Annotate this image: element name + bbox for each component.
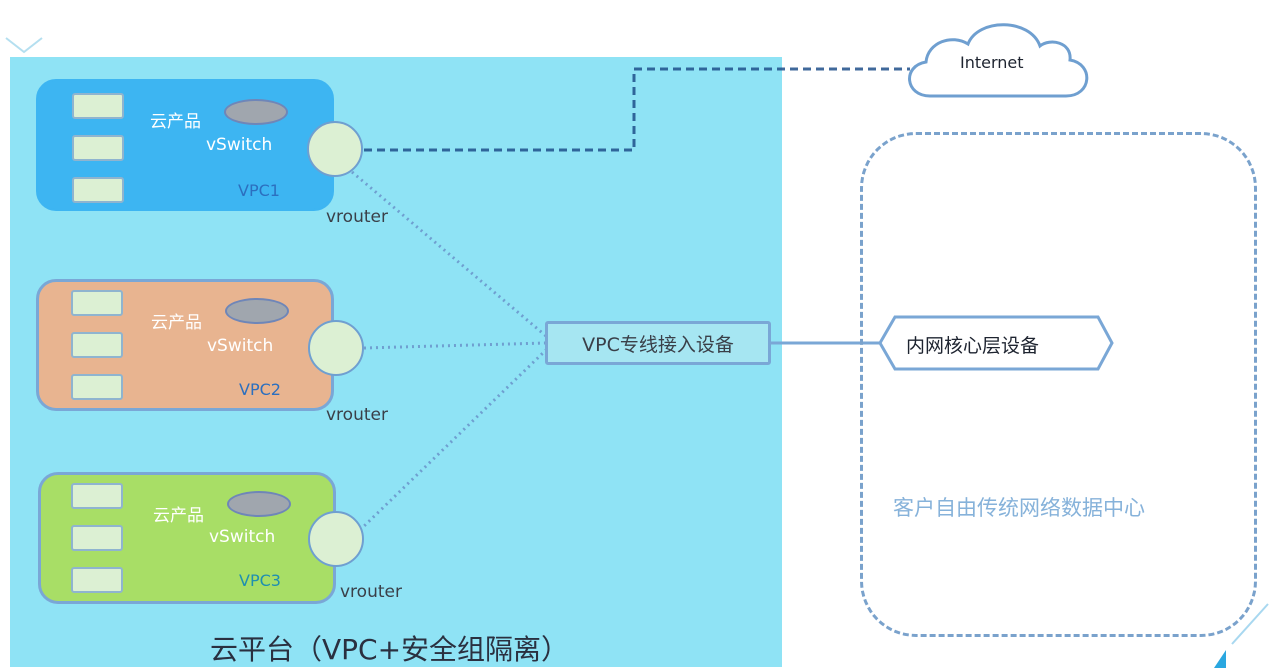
product-slot [71, 483, 123, 509]
product-slot [72, 93, 124, 119]
cloud-product-ellipse [225, 298, 289, 324]
internet-cloud-icon [908, 23, 1089, 98]
customer-datacenter-boundary [860, 132, 1257, 637]
product-slot [71, 525, 123, 551]
product-slot [71, 567, 123, 593]
bottom-right-corner-triangle [1214, 650, 1226, 668]
vrouter-circle [307, 121, 363, 177]
product-slot [71, 290, 123, 316]
internet-label: Internet [960, 53, 1024, 72]
vpc1-to-access-link [351, 170, 547, 338]
vpc-name: VPC2 [239, 380, 281, 399]
vswitch-label: vSwitch [209, 527, 276, 547]
core-device-hexagon [878, 315, 1114, 371]
bottom-right-corner-stroke [1231, 603, 1269, 645]
internet-link-line [364, 67, 910, 152]
top-left-chevron-icon [5, 37, 43, 54]
vrouter-circle [308, 320, 364, 376]
vpc-access-device-label: VPC专线接入设备 [582, 333, 734, 356]
vpc-access-device: VPC专线接入设备 [545, 321, 771, 365]
vrouter-label: vrouter [326, 207, 388, 227]
product-slot [71, 374, 123, 400]
cloud-product-label: 云产品 [151, 313, 202, 333]
vpc3-box: 云产品 vSwitch VPC3 [38, 472, 336, 604]
vpc2-to-access-link [363, 341, 547, 350]
vrouter-label: vrouter [326, 405, 388, 425]
vswitch-label: vSwitch [206, 135, 273, 155]
cloud-product-ellipse [224, 99, 288, 125]
vpc2-box: 云产品 vSwitch VPC2 [36, 279, 334, 411]
cloud-product-ellipse [227, 491, 291, 517]
cloud-product-label: 云产品 [153, 506, 204, 526]
core-device-label: 内网核心层设备 [906, 335, 1040, 357]
product-slot [72, 135, 124, 161]
vswitch-label: vSwitch [207, 336, 274, 356]
customer-datacenter-label: 客户自由传统网络数据中心 [893, 496, 1145, 520]
product-slot [71, 332, 123, 358]
vrouter-circle [308, 511, 364, 567]
vpc-name: VPC1 [238, 181, 280, 200]
cloud-product-label: 云产品 [150, 112, 201, 132]
cloud-platform-label: 云平台（VPC+安全组隔离） [210, 633, 570, 666]
vpc3-to-access-link [358, 348, 548, 532]
product-slot [72, 177, 124, 203]
vpc-name: VPC3 [239, 571, 281, 590]
vrouter-label: vrouter [340, 582, 402, 602]
